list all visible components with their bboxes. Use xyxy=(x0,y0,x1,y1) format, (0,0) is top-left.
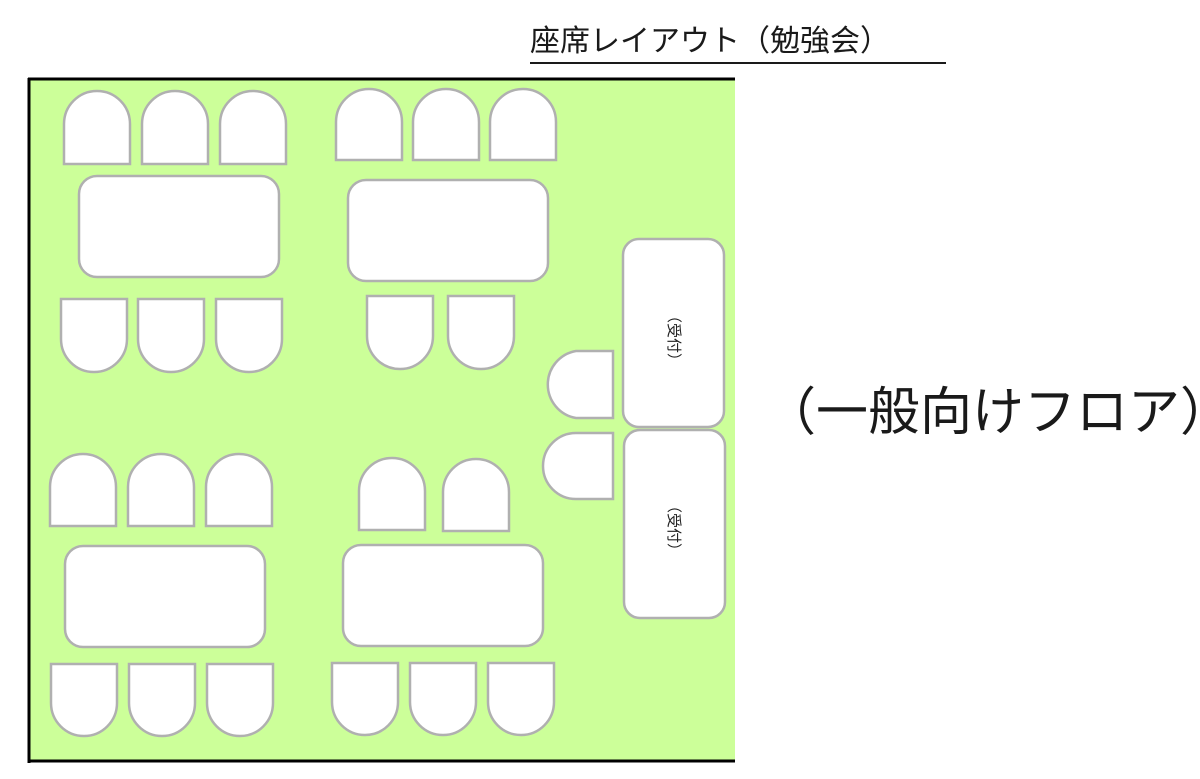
reception-area xyxy=(541,237,727,620)
chair xyxy=(408,661,478,737)
chair xyxy=(488,87,558,162)
seat-group-bottom-left xyxy=(48,452,275,738)
reception-label: （受付） xyxy=(665,498,683,558)
reception-desk xyxy=(622,428,727,620)
chair xyxy=(62,89,132,166)
seat-group-top-left xyxy=(59,89,288,374)
chair xyxy=(334,87,404,162)
seat-group-top-right xyxy=(334,87,558,371)
seat-group-bottom-right xyxy=(330,456,556,737)
chair xyxy=(136,297,206,374)
reception-chair xyxy=(541,431,615,501)
reception-chair xyxy=(546,349,615,420)
chair xyxy=(204,452,274,528)
chair xyxy=(59,297,129,374)
chair xyxy=(127,662,197,738)
chair xyxy=(214,297,284,374)
chair xyxy=(486,661,556,737)
chair xyxy=(126,452,196,528)
chair xyxy=(441,457,511,533)
reception-label: （受付） xyxy=(665,308,683,368)
chair xyxy=(446,294,516,371)
chair xyxy=(330,661,400,737)
chair xyxy=(205,662,275,738)
chair xyxy=(365,294,435,371)
chair xyxy=(48,452,118,528)
table xyxy=(346,178,550,283)
page-title: 座席レイアウト（勉強会） xyxy=(530,22,946,64)
table xyxy=(63,544,267,649)
chair xyxy=(140,89,210,166)
floor-label: （一般向けフロア） xyxy=(764,383,1200,443)
chair xyxy=(411,87,481,162)
reception-desk xyxy=(621,237,726,429)
chair xyxy=(218,89,288,166)
table xyxy=(77,174,281,279)
chair xyxy=(357,456,427,532)
chair xyxy=(49,662,119,738)
table xyxy=(341,543,545,648)
